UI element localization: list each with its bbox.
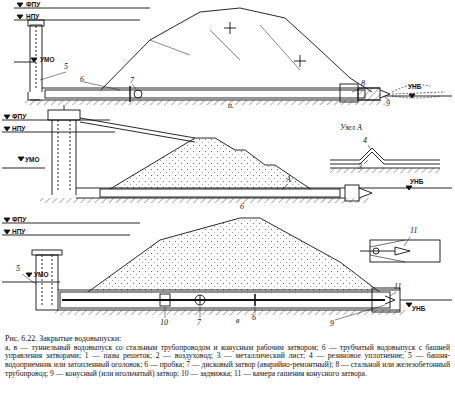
level-mark: УНБ bbox=[410, 179, 423, 186]
figure-caption: а, в — туннельный водовыпуск со стальным… bbox=[5, 344, 450, 380]
callout-label: 6 bbox=[80, 76, 84, 84]
callout-label: 5 bbox=[64, 63, 68, 71]
callout-label: 6 bbox=[252, 314, 256, 322]
callout-label: 7 bbox=[197, 319, 201, 327]
level-mark: УНБ bbox=[408, 84, 421, 91]
callout-label: а. bbox=[228, 102, 234, 110]
callout-label: Узел А bbox=[340, 124, 362, 132]
level-mark: УМО bbox=[40, 57, 55, 64]
level-mark: ФПУ bbox=[12, 217, 26, 224]
figure-title: Рис. 6.22. Закрытые водовыпуски: bbox=[5, 334, 450, 344]
level-mark: ФПУ bbox=[12, 114, 26, 121]
level-mark: УНБ bbox=[412, 306, 425, 313]
caption-block: Рис. 6.22. Закрытые водовыпуски:а, в — т… bbox=[5, 334, 450, 379]
level-mark: НПУ bbox=[12, 229, 25, 236]
level-mark: ФПУ bbox=[26, 2, 40, 9]
callout-label: б bbox=[240, 203, 244, 211]
callout-label: 7 bbox=[130, 77, 134, 85]
level-mark: УМО bbox=[34, 272, 49, 279]
callout-label: А bbox=[286, 176, 291, 184]
callout-label: в bbox=[236, 317, 239, 325]
level-mark: УМО bbox=[25, 157, 40, 164]
level-mark: НПУ bbox=[12, 126, 25, 133]
callout-label: 5 bbox=[16, 265, 20, 273]
callout-label: 11 bbox=[410, 227, 417, 235]
callout-label: 3 bbox=[358, 163, 362, 171]
callout-label: 9 bbox=[386, 100, 390, 108]
callout-label: 8 bbox=[361, 80, 365, 88]
callout-label: 11 bbox=[394, 283, 401, 291]
callout-label: 4 bbox=[363, 137, 367, 145]
callout-label: 9 bbox=[330, 320, 334, 328]
level-mark: НПУ bbox=[26, 14, 39, 21]
callout-label: 10 bbox=[160, 319, 168, 327]
